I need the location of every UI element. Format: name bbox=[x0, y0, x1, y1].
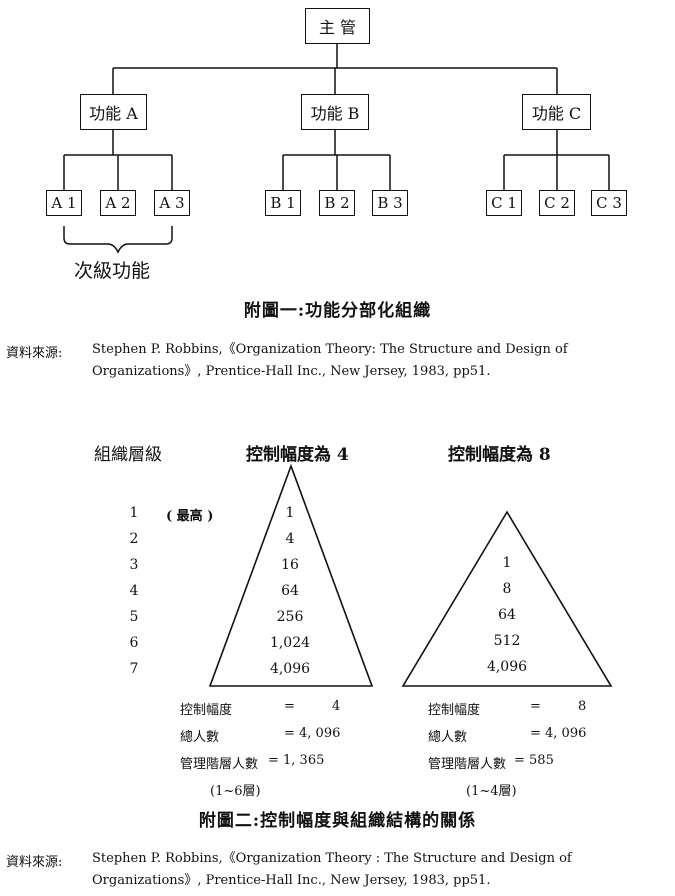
figure2-source-line2: Organizations》, Prentice-Hall Inc., New … bbox=[92, 873, 491, 888]
level-7: 7 bbox=[129, 661, 139, 677]
span4-mgmt-label: 管理階層人數 bbox=[180, 757, 259, 772]
span4-value-7: 4,096 bbox=[269, 661, 311, 677]
span4-value-6: 1,024 bbox=[269, 635, 311, 651]
span8-total-label: 總人數 bbox=[428, 730, 468, 745]
span4-span-value: 4 bbox=[332, 699, 341, 714]
sub-a2-box: A 2 bbox=[100, 190, 136, 216]
span4-span-eq: = bbox=[284, 699, 295, 714]
function-a-box: 功能 A bbox=[80, 94, 147, 130]
span8-triangle bbox=[401, 510, 613, 687]
span4-mgmt-value: = 1, 365 bbox=[268, 753, 325, 768]
span8-value-1: 1 bbox=[502, 555, 512, 571]
level-3: 3 bbox=[129, 557, 139, 573]
secondary-function-label: 次級功能 bbox=[74, 260, 151, 282]
span4-total-value: = 4, 096 bbox=[284, 726, 341, 741]
span8-range: (1~4層) bbox=[466, 784, 517, 799]
span8-mgmt-label: 管理階層人數 bbox=[428, 757, 507, 772]
span8-mgmt-value: = 585 bbox=[514, 753, 554, 768]
span8-value-2: 8 bbox=[502, 581, 512, 597]
function-b-box: 功能 B bbox=[301, 94, 369, 130]
span8-span-label: 控制幅度 bbox=[428, 703, 481, 718]
sub-b1-box: B 1 bbox=[265, 190, 301, 216]
sub-b3-box: B 3 bbox=[372, 190, 408, 216]
level-4: 4 bbox=[129, 583, 139, 599]
sub-c2-box: C 2 bbox=[539, 190, 575, 216]
figure1-source-line2: Organizations》, Prentice-Hall Inc., New … bbox=[92, 364, 491, 379]
figure1-caption: 附圖一:功能分部化組織 bbox=[243, 301, 432, 321]
levels-header: 組織層級 bbox=[94, 445, 162, 465]
span4-header: 控制幅度為 4 bbox=[246, 445, 349, 465]
figure2-source-label: 資料來源: bbox=[6, 855, 63, 870]
span4-value-2: 4 bbox=[285, 531, 295, 547]
span4-value-4: 64 bbox=[281, 583, 299, 599]
span8-total-value: = 4, 096 bbox=[530, 726, 587, 741]
span4-value-1: 1 bbox=[285, 505, 295, 521]
span8-value-5: 4,096 bbox=[486, 659, 528, 675]
top-manager-box: 主 管 bbox=[305, 8, 370, 44]
figure2-caption: 附圖二:控制幅度與組織結構的關係 bbox=[198, 811, 477, 831]
level-6: 6 bbox=[129, 635, 139, 651]
function-c-box: 功能 C bbox=[522, 94, 591, 130]
span8-span-value: 8 bbox=[578, 699, 587, 714]
span8-header: 控制幅度為 8 bbox=[448, 445, 551, 465]
span8-value-4: 512 bbox=[493, 633, 521, 649]
span4-range: (1~6層) bbox=[210, 784, 261, 799]
top-level-note: ( 最高 ) bbox=[166, 509, 214, 524]
level-5: 5 bbox=[129, 609, 139, 625]
figure1-source-line1: Stephen P. Robbins,《Organization Theory:… bbox=[92, 342, 568, 357]
figure1-source-label: 資料來源: bbox=[6, 346, 63, 361]
span8-value-3: 64 bbox=[498, 607, 516, 623]
span4-triangle bbox=[208, 463, 374, 687]
span4-span-label: 控制幅度 bbox=[180, 703, 233, 718]
span4-value-3: 16 bbox=[281, 557, 299, 573]
level-1: 1 bbox=[129, 505, 139, 521]
span8-span-eq: = bbox=[530, 699, 541, 714]
sub-b2-box: B 2 bbox=[319, 190, 355, 216]
sub-a3-box: A 3 bbox=[154, 190, 190, 216]
span4-total-label: 總人數 bbox=[180, 730, 220, 745]
sub-a1-box: A 1 bbox=[46, 190, 82, 216]
level-2: 2 bbox=[129, 531, 139, 547]
figure2-source-line1: Stephen P. Robbins,《Organization Theory … bbox=[92, 851, 572, 866]
sub-c3-box: C 3 bbox=[591, 190, 627, 216]
span4-value-5: 256 bbox=[276, 609, 304, 625]
sub-c1-box: C 1 bbox=[486, 190, 522, 216]
